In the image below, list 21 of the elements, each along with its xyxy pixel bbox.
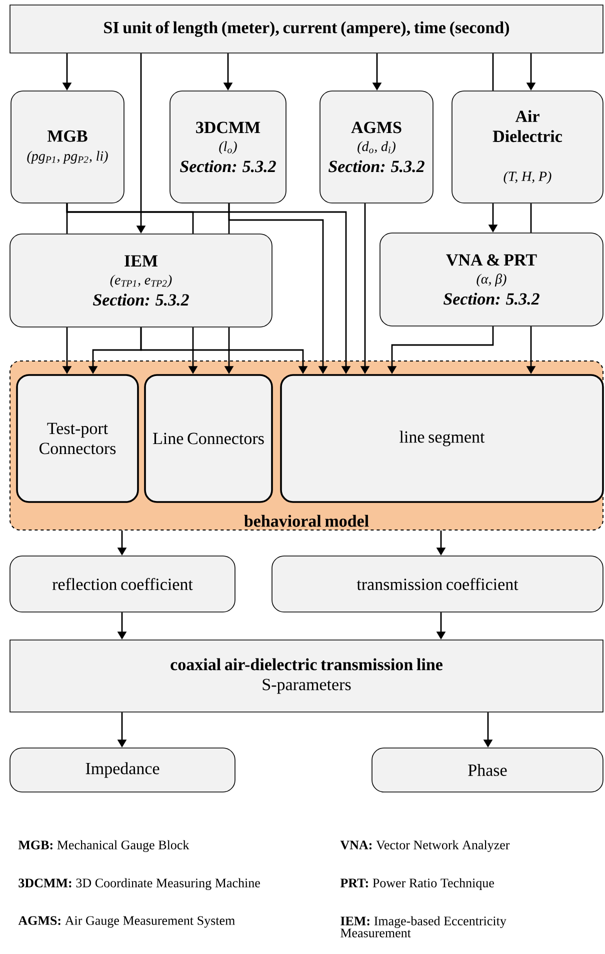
- glossary-entry: PRT: Power Ratio Technique: [340, 878, 494, 890]
- process-box: reflection coefficient: [10, 556, 236, 612]
- header-box: SI unit of length (meter), current (ampere), time (second): [10, 4, 604, 54]
- component-box: Line Connectors: [144, 374, 273, 503]
- glossary-entry: 3DCMM: 3D Coordinate Measuring Machine: [18, 878, 260, 890]
- glossary-entry: AGMS: Air Gauge Measurement System: [18, 916, 235, 928]
- output-box: coaxial air-dielectric transmission line S-parameters: [10, 640, 604, 712]
- glossary-entry: MGB: Mechanical Gauge Block: [18, 840, 190, 852]
- glossary-entry: VNA: Vector Network Analyzer: [340, 840, 510, 852]
- process-box: transmission coefficient: [272, 556, 604, 612]
- process-box: MGB (pg$_{P1}$, pg$_{P2}$, li): [10, 90, 124, 204]
- component-box: Test-port Connectors: [16, 374, 139, 503]
- result-box: Phase: [372, 748, 604, 792]
- result-box: Impedance: [10, 748, 236, 792]
- process-box: VNA & PRT (α, β) Section: 5.3.2: [380, 232, 604, 326]
- glossary-entry: IEM: Image-based Eccentricity Measurement: [340, 916, 506, 938]
- process-box: IEM (e$_{TP1}$, e$_{TP2}$) Section: 5.3.2: [10, 234, 272, 328]
- process-box: Air Dielectric (T, H, P): [452, 90, 604, 204]
- component-box: line segment: [280, 374, 604, 503]
- process-box: AGMS (d$_{o}$, d$_{i}$) Section: 5.3.2: [320, 90, 434, 204]
- process-box: 3DCMM (l$_{o}$) Section: 5.3.2: [170, 90, 286, 204]
